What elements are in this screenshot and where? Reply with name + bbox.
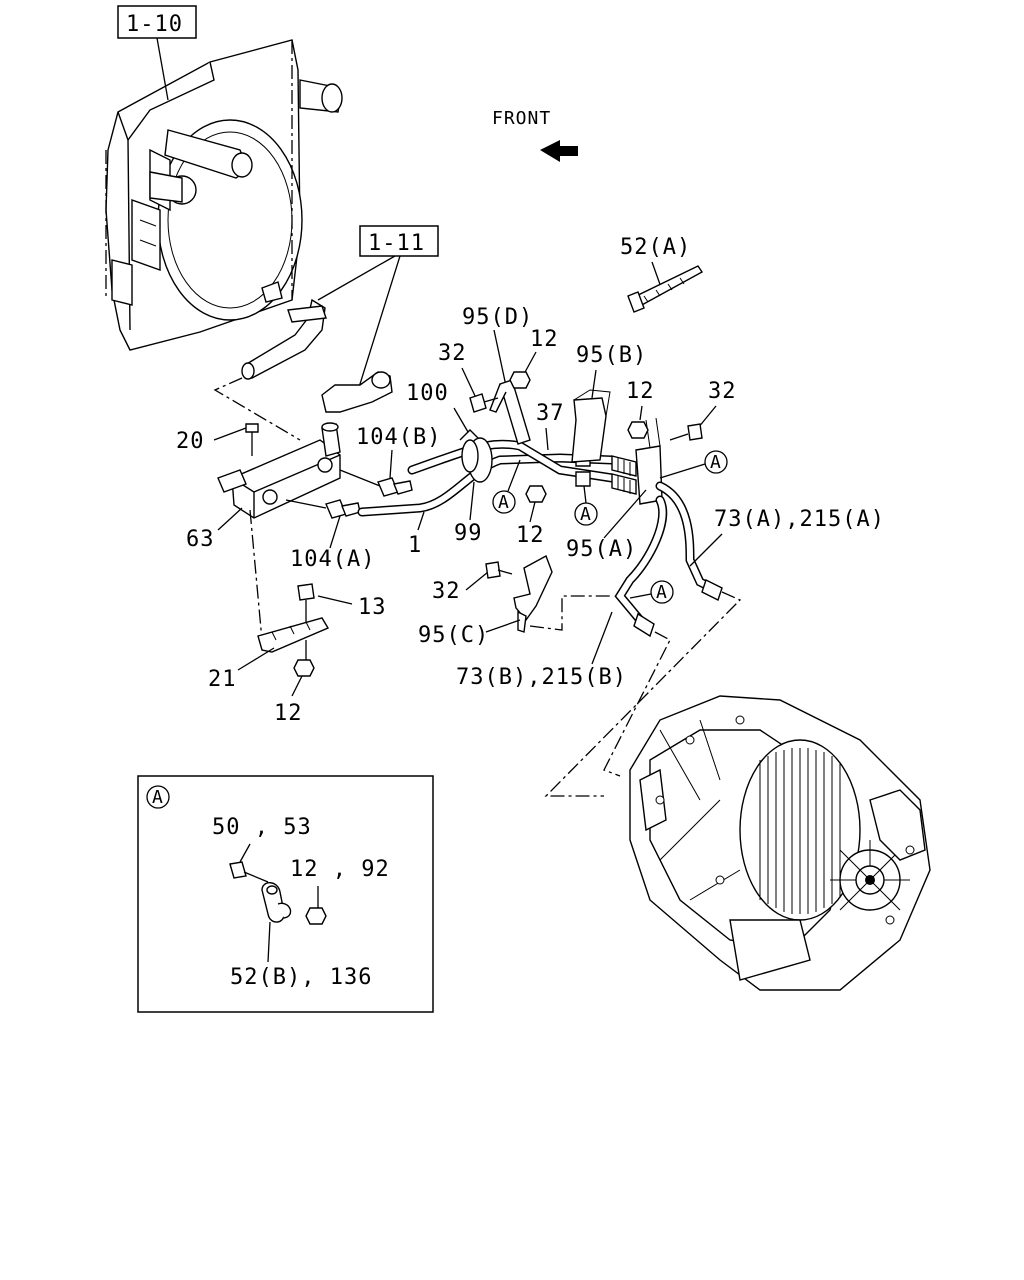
part-label-20[interactable]: 20 — [176, 429, 205, 454]
ref-label-1-11[interactable]: 1-11 — [368, 231, 425, 256]
callout-a-3[interactable]: A — [574, 502, 598, 526]
front-label: FRONT — [492, 108, 551, 129]
part-label-32-right[interactable]: 32 — [708, 379, 737, 404]
nut-12-92 — [305, 907, 327, 925]
callout-a-1[interactable]: A — [704, 450, 728, 474]
bracket-95d — [489, 379, 531, 445]
svg-text:A: A — [710, 452, 722, 473]
ref-box-1-11[interactable] — [359, 225, 439, 257]
nut-12-mid — [627, 421, 649, 439]
grommet-99 — [459, 429, 493, 483]
part-label-1[interactable]: 1 — [408, 533, 422, 558]
oil-cooler — [217, 422, 341, 519]
detail-box-marker: A — [146, 785, 170, 809]
callout-a-4[interactable]: A — [650, 580, 674, 604]
cable-tie-52a — [627, 265, 704, 313]
front-arrow-icon — [540, 140, 578, 162]
part-label-12-bottom[interactable]: 12 — [274, 701, 303, 726]
fitting-104b — [377, 477, 413, 497]
nut-12-low — [525, 485, 547, 503]
bolt-32-low — [485, 561, 513, 579]
bolt-20 — [245, 423, 259, 456]
lower-hose-1-11 — [321, 371, 393, 413]
part-label-104a[interactable]: 104(A) — [290, 547, 375, 572]
part-label-32-left[interactable]: 32 — [438, 341, 467, 366]
ref-box-1-10[interactable] — [117, 5, 197, 39]
part-label-32-low[interactable]: 32 — [432, 579, 461, 604]
detail-box-a — [137, 775, 434, 1013]
bracket-95b — [571, 389, 611, 463]
part-label-73a-215a[interactable]: 73(A),215(A) — [714, 507, 885, 532]
part-label-100[interactable]: 100 — [406, 381, 449, 406]
detail-label-bolt[interactable]: 50 , 53 — [212, 815, 312, 840]
part-label-12-mid[interactable]: 12 — [626, 379, 655, 404]
bolt-32-left — [469, 393, 499, 413]
part-label-52a[interactable]: 52(A) — [620, 235, 691, 260]
hose-1 — [357, 453, 617, 517]
part-label-63[interactable]: 63 — [186, 527, 215, 552]
part-label-37[interactable]: 37 — [536, 401, 565, 426]
part-label-73b-215b[interactable]: 73(B),215(B) — [456, 665, 627, 690]
part-label-13[interactable]: 13 — [358, 595, 387, 620]
part-label-95c[interactable]: 95(C) — [418, 623, 489, 648]
part-label-12-low[interactable]: 12 — [516, 523, 545, 548]
fittings-95a-side — [575, 451, 637, 495]
part-label-95a[interactable]: 95(A) — [566, 537, 637, 562]
clip-52b-136 — [261, 882, 292, 923]
upper-hose-1-11 — [241, 298, 327, 380]
hose-73b — [614, 495, 668, 638]
bracket-21 — [257, 617, 330, 653]
part-label-99[interactable]: 99 — [454, 521, 483, 546]
transmission-assembly — [629, 695, 931, 991]
detail-label-clip[interactable]: 52(B), 136 — [230, 965, 372, 990]
hose-73a — [655, 481, 723, 601]
bolt-50-53 — [229, 861, 269, 883]
callout-a-2[interactable]: A — [492, 490, 516, 514]
part-label-21[interactable]: 21 — [208, 667, 237, 692]
bolt-32-right — [669, 423, 703, 441]
svg-text:A: A — [498, 492, 510, 513]
part-label-12-top[interactable]: 12 — [530, 327, 559, 352]
bracket-95a — [635, 417, 663, 505]
bracket-95c — [513, 554, 553, 633]
nut-12-bottom — [293, 659, 315, 677]
fitting-104a — [325, 499, 361, 519]
svg-text:A: A — [152, 787, 164, 808]
svg-text:A: A — [656, 582, 668, 603]
part-label-95b[interactable]: 95(B) — [576, 343, 647, 368]
ref-label-1-10[interactable]: 1-10 — [126, 12, 183, 37]
part-label-104b[interactable]: 104(B) — [356, 425, 441, 450]
nut-12-top — [509, 371, 531, 389]
svg-text:A: A — [580, 504, 592, 525]
part-label-95d[interactable]: 95(D) — [462, 305, 533, 330]
detail-label-nut[interactable]: 12 , 92 — [290, 857, 390, 882]
radiator-assembly — [105, 39, 343, 351]
